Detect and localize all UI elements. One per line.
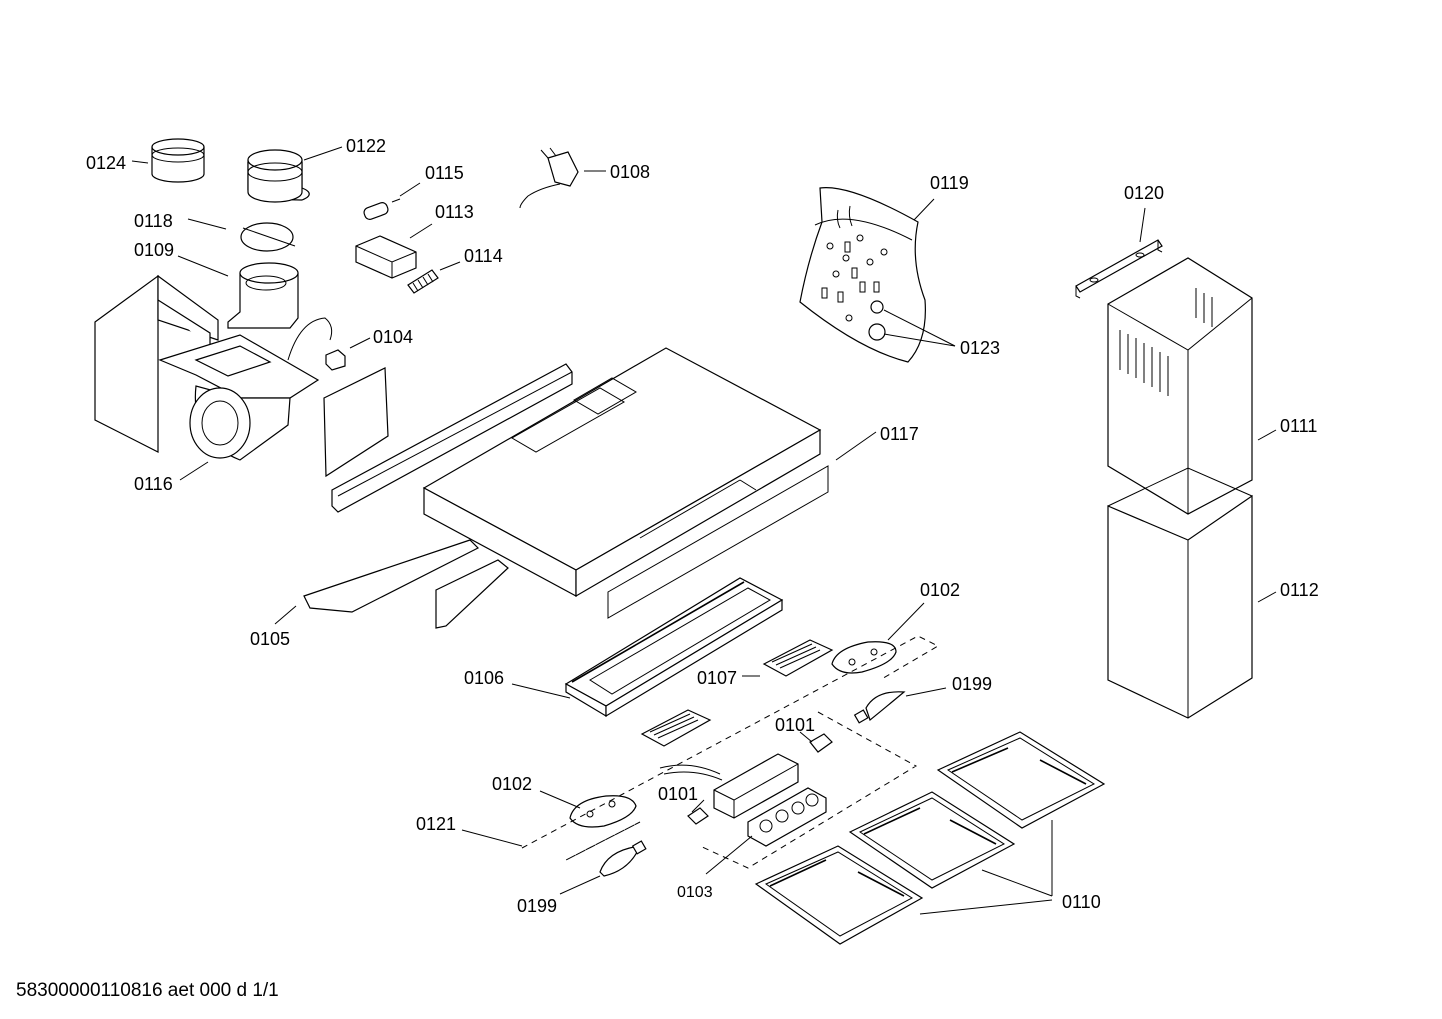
- part-0106-filter-frame: [564, 577, 784, 718]
- label-0109: 0109: [134, 240, 174, 260]
- part-0102-lamp-holder-upper: [831, 641, 897, 674]
- part-0109-adapter: [227, 262, 299, 329]
- part-0107-lamp-cover-upper: [762, 639, 834, 677]
- label-0103: 0103: [677, 884, 713, 901]
- label-0101-lower: 0101: [658, 784, 698, 804]
- part-back-plate: [323, 367, 389, 478]
- label-0110: 0110: [1062, 892, 1101, 912]
- label-0117: 0117: [880, 424, 919, 444]
- label-0119: 0119: [930, 173, 969, 193]
- part-0114-connector: [407, 269, 439, 294]
- part-0110-grease-filter-1: [936, 731, 1106, 829]
- label-0116: 0116: [134, 474, 173, 494]
- label-0113: 0113: [435, 202, 474, 222]
- part-0107-lamp-cover-lower: [640, 709, 712, 747]
- document-code: 58300000110816 aet 000 d 1/1: [16, 980, 279, 1001]
- part-0199-bulb-upper: [853, 691, 906, 724]
- part-0115-capacitor: [363, 198, 401, 220]
- part-0120-bracket: [1075, 239, 1163, 299]
- label-0114: 0114: [464, 246, 503, 266]
- part-0104-clip: [325, 349, 346, 371]
- label-0104: 0104: [373, 327, 413, 347]
- part-rail: [331, 363, 573, 513]
- label-0118: 0118: [134, 211, 173, 231]
- part-switch-unit: [659, 753, 799, 819]
- part-0124-duct-ring: [151, 138, 205, 183]
- label-0123: 0123: [960, 338, 1000, 358]
- part-0112-lower-chimney: [1107, 467, 1253, 719]
- part-0118-damper-flap: [240, 222, 296, 252]
- part-0122-duct-ring: [247, 149, 310, 203]
- part-0103-control-panel: [747, 787, 827, 847]
- label-0121: 0121: [416, 814, 456, 834]
- group-0121-boundary: [521, 635, 940, 869]
- part-0105-trim-strip: [303, 539, 509, 629]
- part-0110-grease-filter-2: [848, 791, 1016, 889]
- part-0116-blower-assembly: [94, 274, 333, 461]
- label-0120: 0120: [1124, 183, 1164, 203]
- label-0199-lower: 0199: [517, 896, 557, 916]
- part-0102-lamp-holder-lower: [569, 795, 637, 828]
- label-0106: 0106: [464, 668, 504, 688]
- label-0122: 0122: [346, 136, 386, 156]
- label-0108: 0108: [610, 162, 650, 182]
- label-0107: 0107: [697, 668, 737, 688]
- label-0102-upper: 0102: [920, 580, 960, 600]
- label-0112: 0112: [1280, 580, 1319, 600]
- label-0105: 0105: [250, 629, 290, 649]
- part-labels: 0124 0122 0115 0108 0113 0118 0109 0114 …: [86, 136, 1319, 916]
- part-0110-grease-filter-3: [754, 845, 924, 945]
- part-0111-upper-chimney: [1107, 257, 1253, 515]
- part-0119-hardware-bag: [799, 187, 926, 363]
- part-0101-socket-lower: [687, 807, 709, 825]
- label-0199-upper: 0199: [952, 674, 992, 694]
- part-0199-bulb-lower: [599, 840, 647, 877]
- part-0101-socket-upper: [809, 733, 833, 753]
- label-0102-lower: 0102: [492, 774, 532, 794]
- label-0124: 0124: [86, 153, 126, 173]
- label-0115: 0115: [425, 163, 464, 183]
- part-0117-canopy: [422, 347, 829, 619]
- label-0111: 0111: [1280, 416, 1317, 436]
- label-0101-upper: 0101: [775, 715, 815, 735]
- part-0113-electronic-box: [355, 235, 417, 279]
- part-0108-power-plug: [519, 147, 579, 209]
- leader-lines: [131, 146, 1277, 915]
